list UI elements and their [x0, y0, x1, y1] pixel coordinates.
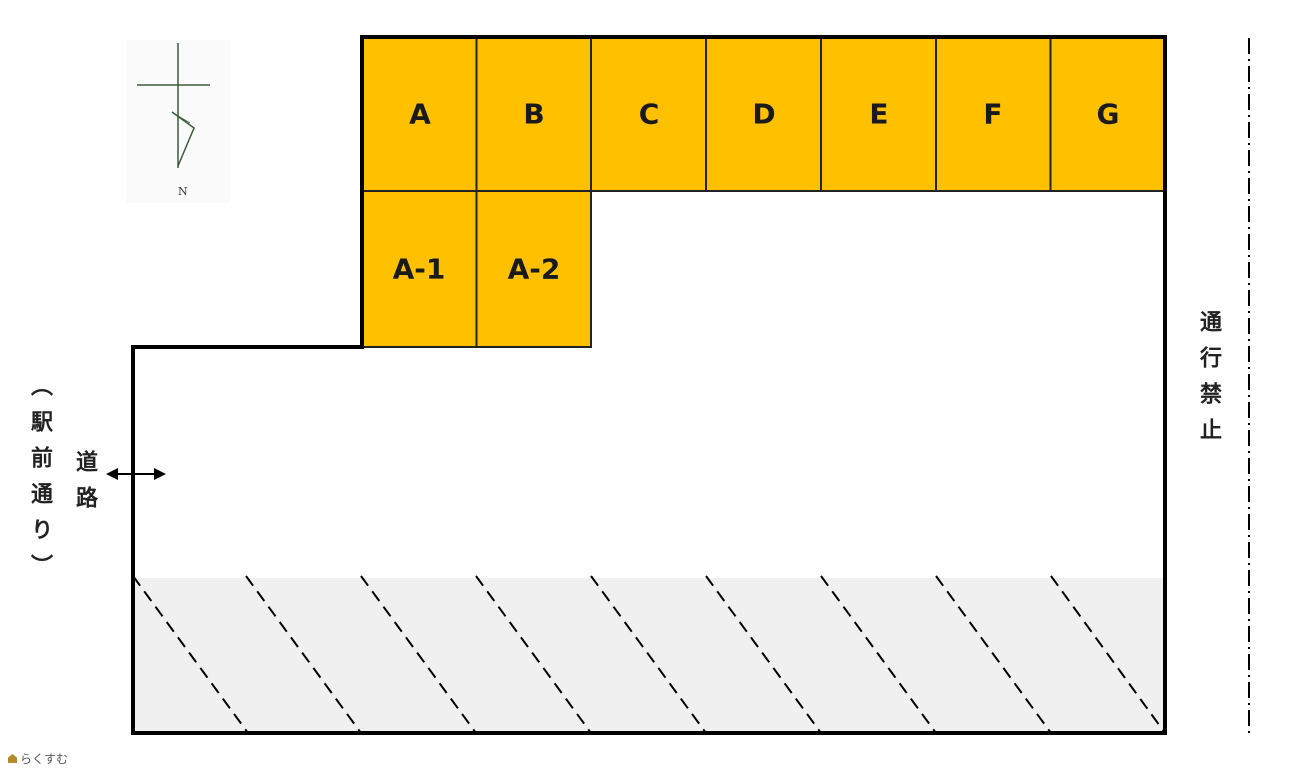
north-arrow-icon	[126, 40, 230, 203]
compass-north-letter: N	[178, 185, 188, 198]
space-f	[935, 36, 1052, 192]
space-label-a-1: A-1	[393, 253, 446, 286]
lot-outline	[131, 35, 1167, 735]
space-label-a-2: A-2	[508, 253, 561, 286]
parking-spaces	[361, 36, 1166, 348]
space-e	[820, 36, 937, 192]
rakusumu-logo-icon	[8, 754, 17, 763]
space-d	[705, 36, 822, 192]
space-label-g: G	[1097, 98, 1120, 131]
space-c	[590, 36, 707, 192]
watermark-text: らくすむ	[20, 752, 69, 766]
space-label-d: D	[752, 98, 775, 131]
space-a-2	[475, 190, 592, 348]
no-passage-label: 通行禁止	[1196, 310, 1221, 454]
watermark: らくすむ	[8, 750, 68, 767]
road-label: 道路	[72, 450, 97, 522]
space-label-f: F	[983, 98, 1002, 131]
space-label-a: A	[409, 98, 431, 131]
space-a-1	[361, 190, 478, 348]
space-label-e: E	[869, 98, 888, 131]
station-street-label: ︵駅前通り︶	[27, 374, 52, 590]
space-labels: A B C D E F G A-1 A-2	[393, 98, 1120, 286]
space-label-b: B	[523, 98, 544, 131]
hatch-lines	[132, 575, 1166, 734]
space-label-c: C	[639, 98, 660, 131]
entrance-arrow-icon	[106, 468, 166, 480]
